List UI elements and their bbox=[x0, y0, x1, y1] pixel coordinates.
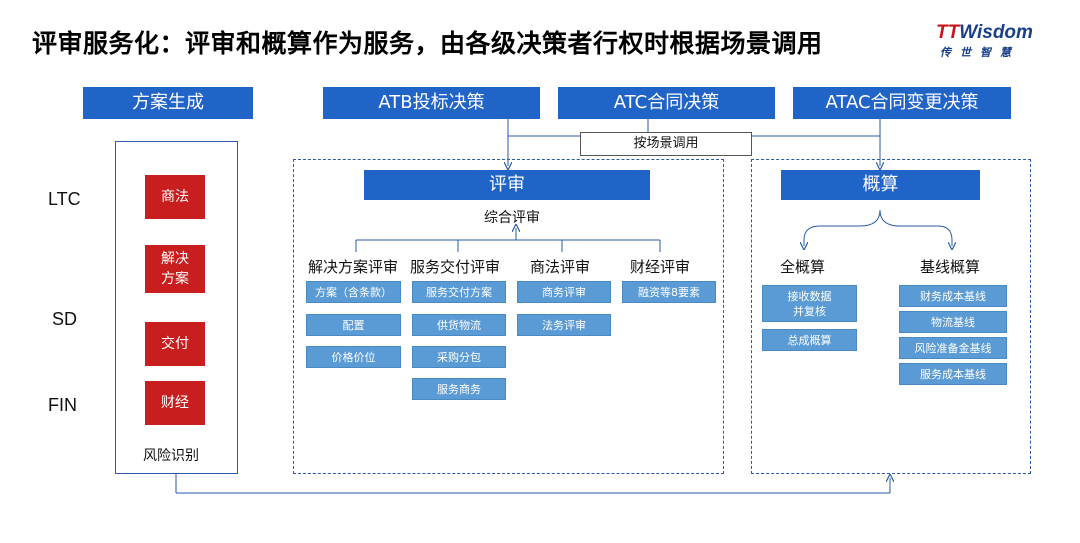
scene-call-bar: 按场景调用 bbox=[580, 132, 752, 156]
section-commercial-legal-review: 商法评审 bbox=[530, 258, 591, 276]
row-label-fin: FIN bbox=[48, 395, 77, 415]
chip-price-level: 价格价位 bbox=[306, 346, 401, 368]
brand-logo: TTWisdom 传世智慧 bbox=[936, 22, 1056, 64]
logo-brand-red: TT bbox=[936, 22, 960, 43]
chip-supply-logistics: 供货物流 bbox=[412, 314, 506, 336]
chip-risk-reserve-baseline: 风险准备金基线 bbox=[899, 337, 1007, 359]
chip-financial-cost-baseline: 财务成本基线 bbox=[899, 285, 1007, 307]
item-solution: 解决 方案 bbox=[145, 245, 205, 293]
header-atc-decision: ATC合同决策 bbox=[558, 87, 775, 119]
item-finance: 财经 bbox=[145, 381, 205, 425]
chip-service-cost-baseline: 服务成本基线 bbox=[899, 363, 1007, 385]
review-panel bbox=[293, 159, 724, 474]
chip-solution-clauses: 方案（含条款） bbox=[306, 281, 401, 303]
item-commercial-legal: 商法 bbox=[145, 175, 205, 219]
row-label-ltc: LTC bbox=[48, 189, 81, 209]
header-atb-decision: ATB投标决策 bbox=[323, 87, 540, 119]
chip-procurement-subcontract: 采购分包 bbox=[412, 346, 506, 368]
estimate-panel bbox=[751, 159, 1031, 474]
section-baseline-estimate: 基线概算 bbox=[920, 258, 981, 276]
chip-legal-review: 法务评审 bbox=[517, 314, 611, 336]
chip-financing-8-elements: 融资等8要素 bbox=[622, 281, 716, 303]
review-title: 评审 bbox=[364, 170, 650, 200]
section-service-delivery-review: 服务交付评审 bbox=[410, 258, 501, 276]
row-label-sd: SD bbox=[52, 309, 78, 329]
item-delivery: 交付 bbox=[145, 322, 205, 366]
logo-subtitle: 传世智慧 bbox=[940, 46, 1020, 59]
chip-receive-and-verify-data: 接收数据 并复核 bbox=[762, 285, 857, 322]
estimate-title: 概算 bbox=[781, 170, 980, 200]
chip-total-estimate: 总成概算 bbox=[762, 329, 857, 351]
solution-panel bbox=[115, 141, 238, 474]
chip-configuration: 配置 bbox=[306, 314, 401, 336]
page-title: 评审服务化：评审和概算作为服务，由各级决策者行权时根据场景调用 bbox=[32, 29, 823, 58]
chip-service-commercial: 服务商务 bbox=[412, 378, 506, 400]
section-finance-review: 财经评审 bbox=[630, 258, 691, 276]
section-solution-review: 解决方案评审 bbox=[308, 258, 399, 276]
comprehensive-review: 综合评审 bbox=[484, 210, 540, 226]
risk-identification: 风险识别 bbox=[143, 448, 199, 464]
header-solution-generation: 方案生成 bbox=[83, 87, 253, 119]
header-atac-decision: ATAC合同变更决策 bbox=[793, 87, 1011, 119]
chip-service-delivery-plan: 服务交付方案 bbox=[412, 281, 506, 303]
logo-brand-blue: Wisdom bbox=[959, 22, 1033, 43]
chip-logistics-baseline: 物流基线 bbox=[899, 311, 1007, 333]
chip-commercial-review: 商务评审 bbox=[517, 281, 611, 303]
section-full-estimate: 全概算 bbox=[780, 258, 826, 276]
